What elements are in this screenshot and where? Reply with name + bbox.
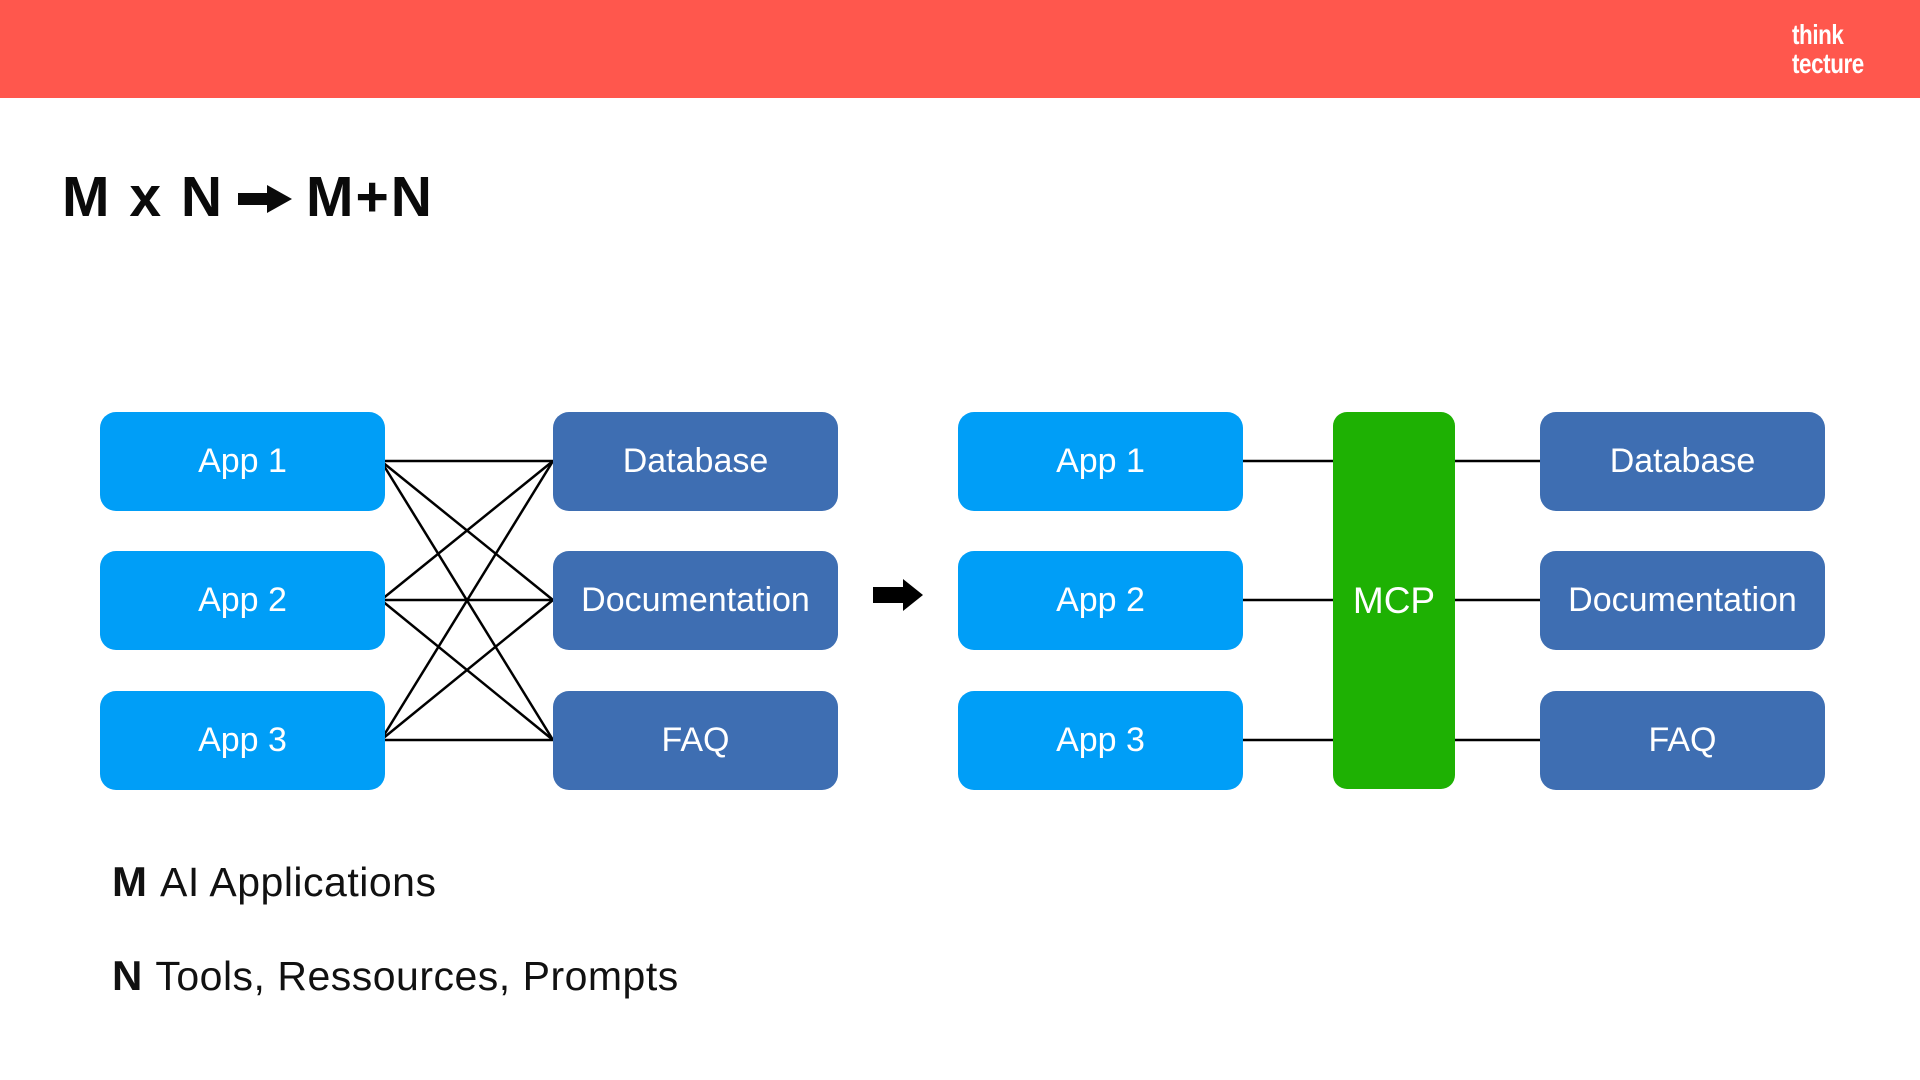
connector-line (379, 460, 555, 741)
box-label: App 1 (198, 442, 287, 480)
legend-symbol-m: M (112, 858, 148, 905)
right-database-box: Database (1540, 412, 1825, 511)
thinktecture-logo: think tecture (1792, 20, 1864, 78)
box-label: Database (1609, 442, 1756, 480)
transform-arrow-icon (873, 579, 923, 611)
legend-text-n: Tools, Ressources, Prompts (155, 953, 679, 999)
box-label: MCP (1352, 579, 1436, 621)
right-app-1-box: App 1 (958, 412, 1243, 511)
left-diagram-connections (379, 459, 555, 742)
box-label: App 2 (1056, 581, 1145, 619)
legend-symbol-n: N (112, 952, 144, 999)
legend-row-n: N Tools, Ressources, Prompts (112, 952, 679, 1000)
legend-row-m: M AI Applications (112, 858, 679, 906)
page-title: M x N M+N (62, 164, 434, 230)
header-bar: think tecture (0, 0, 1920, 98)
box-label: App 2 (198, 581, 287, 619)
box-label: App 3 (1056, 721, 1145, 759)
connector-line (380, 599, 554, 741)
left-faq-box: FAQ (553, 691, 838, 790)
title-right: M+N (306, 165, 434, 229)
logo-line-2: tecture (1792, 48, 1864, 79)
box-label: Database (622, 442, 769, 480)
right-app-3-box: App 3 (958, 691, 1243, 790)
title-left: M x N (62, 165, 225, 229)
right-app-2-box: App 2 (958, 551, 1243, 650)
left-app-1-box: App 1 (100, 412, 385, 511)
box-label: Documentation (581, 581, 810, 619)
box-label: Documentation (1568, 581, 1797, 619)
logo-line-1: think (1792, 19, 1844, 50)
box-label: App 3 (198, 721, 287, 759)
mcp-hub-box: MCP (1333, 412, 1455, 789)
box-label: FAQ (661, 721, 730, 759)
right-documentation-box: Documentation (1540, 551, 1825, 650)
connector-line (380, 460, 554, 601)
connector-line (380, 460, 554, 601)
box-label: App 1 (1056, 442, 1145, 480)
arrow-right-icon (238, 185, 293, 213)
left-app-3-box: App 3 (100, 691, 385, 790)
left-documentation-box: Documentation (553, 551, 838, 650)
box-label: FAQ (1648, 721, 1717, 759)
legend: M AI Applications N Tools, Ressources, P… (112, 858, 679, 1046)
right-faq-box: FAQ (1540, 691, 1825, 790)
connector-line (380, 599, 554, 741)
legend-text-m: AI Applications (160, 859, 437, 905)
left-app-2-box: App 2 (100, 551, 385, 650)
left-database-box: Database (553, 412, 838, 511)
connector-line (379, 460, 555, 741)
